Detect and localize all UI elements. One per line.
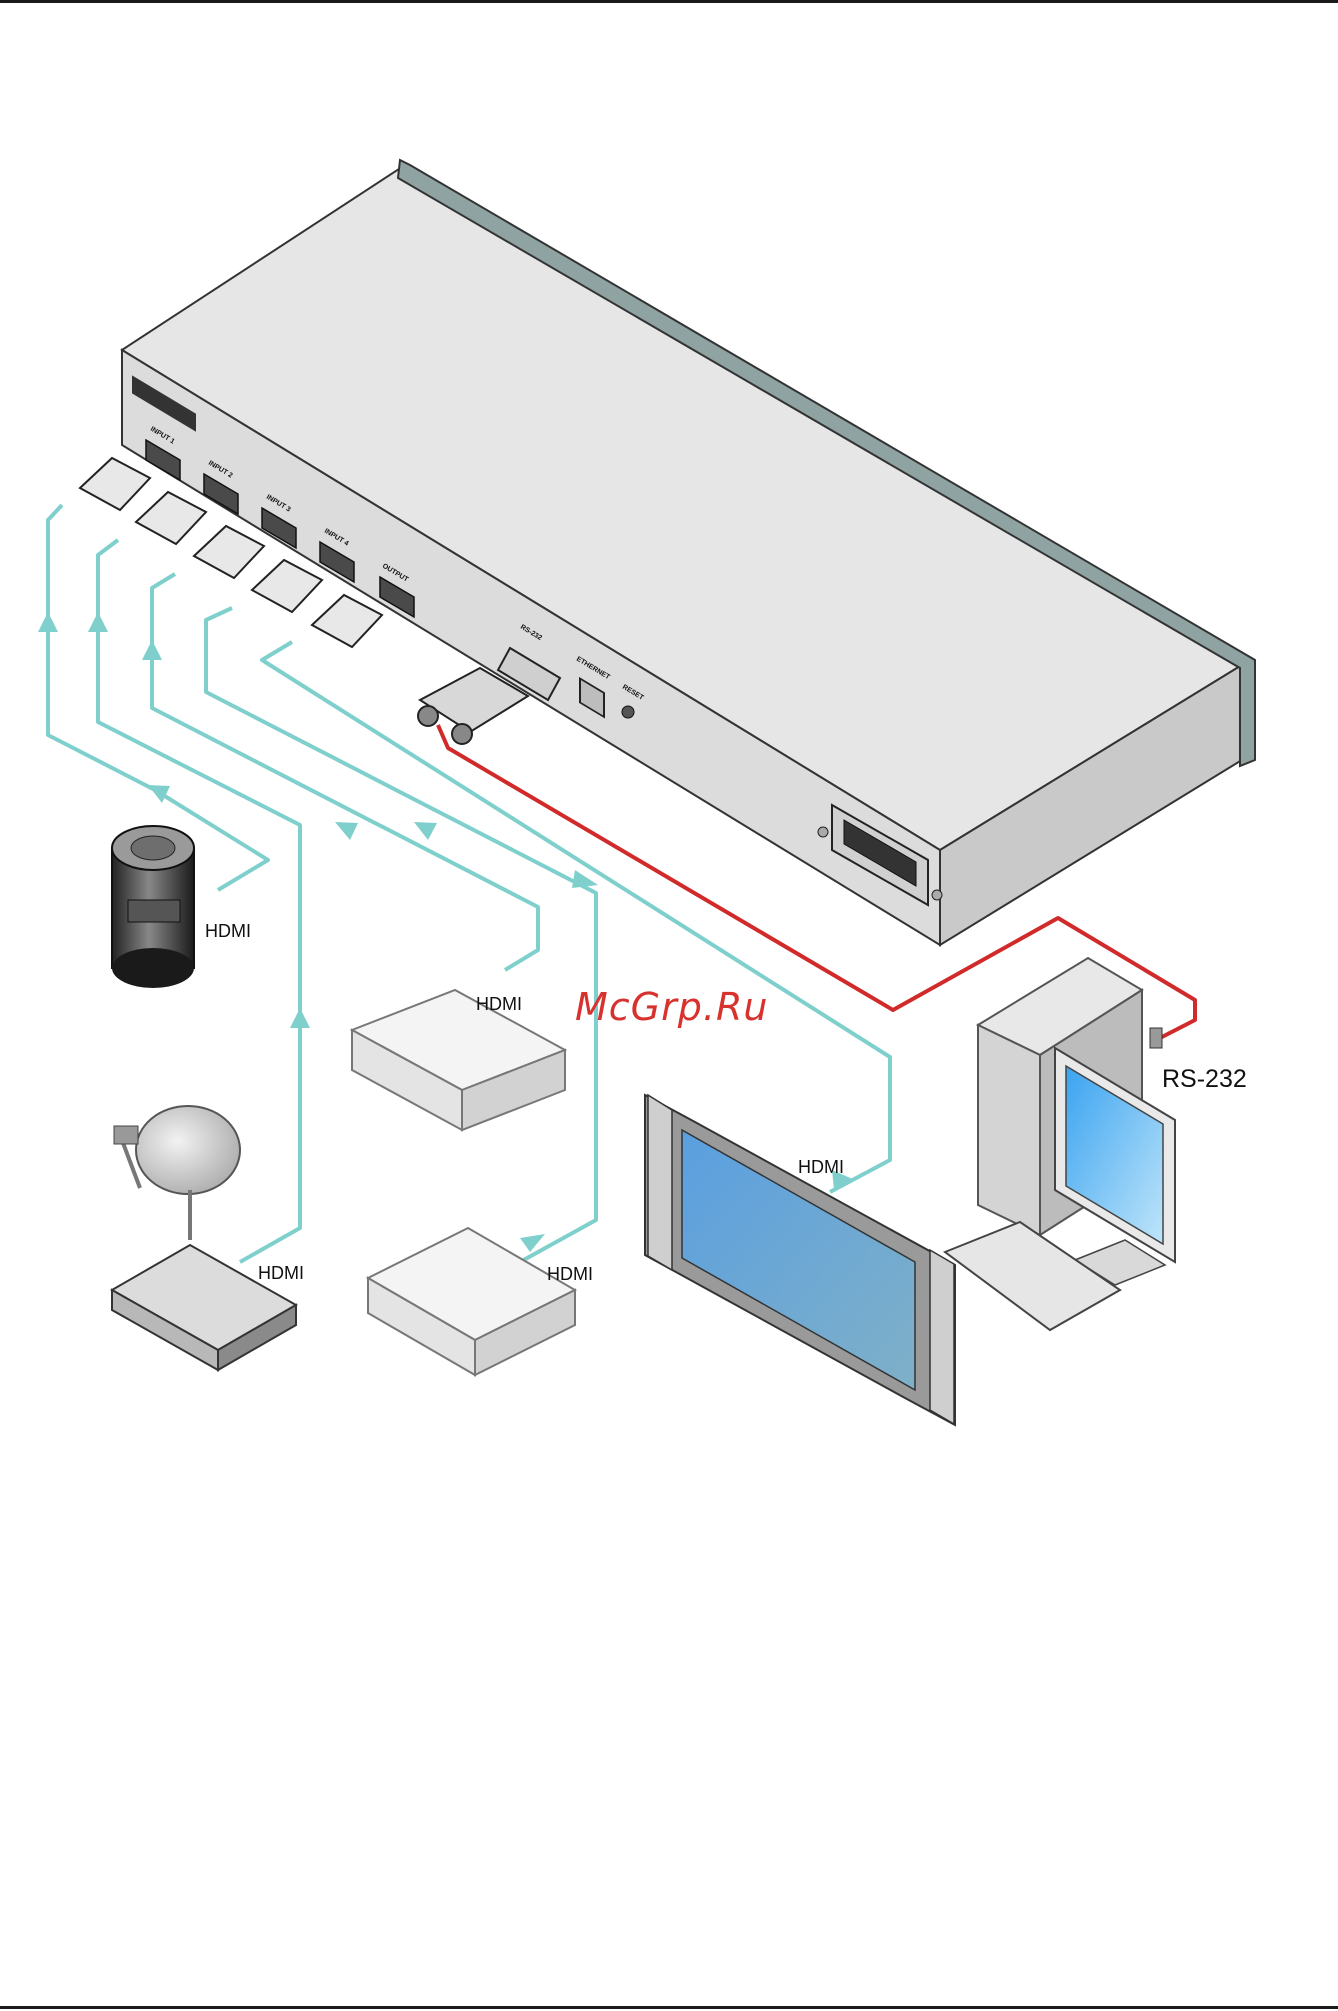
label-rs232: RS-232 xyxy=(1162,1065,1247,1093)
label-dvd2-hdmi: HDMI xyxy=(547,1264,593,1284)
thumbscrew-icon xyxy=(418,706,438,726)
label-satellite-hdmi: HDMI xyxy=(258,1263,304,1283)
screw-icon xyxy=(818,827,828,837)
camera-device xyxy=(112,826,194,988)
satellite-receiver xyxy=(112,1106,296,1370)
arrow-left-icon xyxy=(148,785,170,803)
arrow-right-icon xyxy=(572,870,598,888)
hdmi-plug-input4 xyxy=(252,560,322,612)
keyboard-icon xyxy=(945,1222,1120,1330)
dvd-player-1 xyxy=(352,990,565,1130)
watermark: McGrp.Ru xyxy=(575,985,768,1029)
label-dvd1-hdmi: HDMI xyxy=(476,994,522,1014)
reset-button[interactable] xyxy=(622,706,634,718)
hdmi-plug-input2 xyxy=(136,492,206,544)
satellite-dish-icon xyxy=(136,1106,240,1194)
label-camera-hdmi: HDMI xyxy=(205,921,251,941)
hdmi-plug-input1 xyxy=(80,458,150,510)
hdmi-plug-output xyxy=(312,595,382,647)
screw-icon xyxy=(932,890,942,900)
arrow-left-icon xyxy=(414,822,437,840)
switcher-chassis xyxy=(122,160,1255,945)
arrow-up-icon xyxy=(88,612,108,632)
arrow-up-icon xyxy=(142,640,162,660)
rs232-connector-icon xyxy=(1150,1028,1162,1048)
arrow-up-icon xyxy=(290,1008,310,1028)
pc-workstation xyxy=(945,958,1175,1330)
plasma-display xyxy=(645,1095,955,1425)
arrow-left-icon xyxy=(335,822,358,840)
label-display-hdmi: HDMI xyxy=(798,1157,844,1177)
arrow-up-icon xyxy=(38,612,58,632)
thumbscrew-icon xyxy=(452,724,472,744)
hdmi-plug-input3 xyxy=(194,526,264,578)
